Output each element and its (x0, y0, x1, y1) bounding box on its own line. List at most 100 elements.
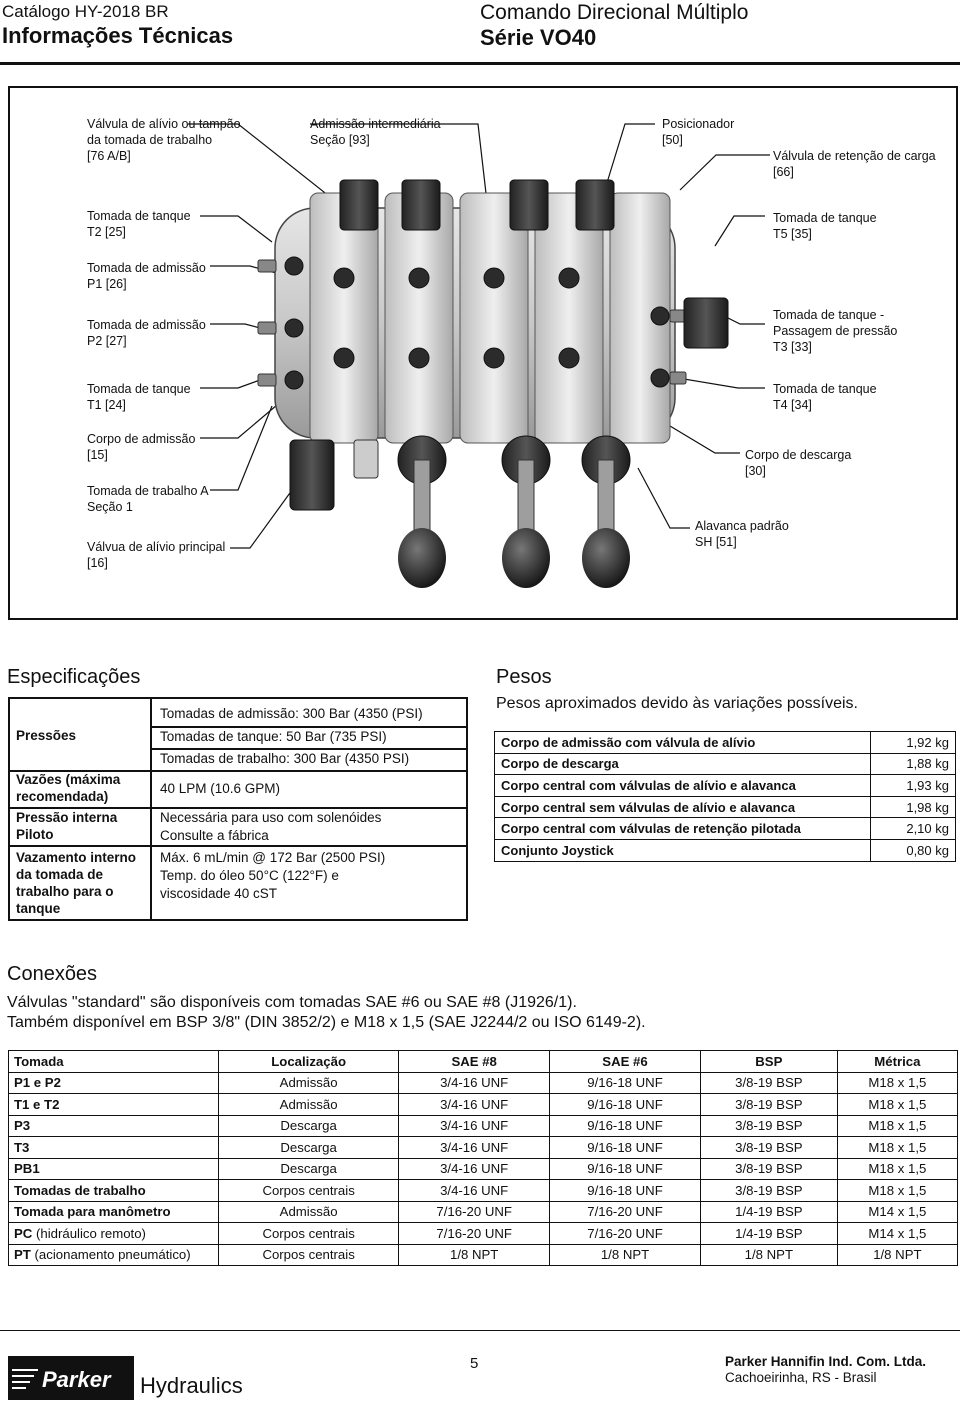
sae8-cell: 3/4-16 UNF (398, 1093, 551, 1116)
location-cell: Descarga (217, 1157, 400, 1180)
page-number: 5 (470, 1355, 479, 1372)
label-t3: Tomada de tanque - Passagem de pressão T… (773, 308, 898, 354)
table-row: Corpo central com válvulas de retenção p… (494, 817, 956, 840)
bsp-cell: 3/8-19 BSP (699, 1093, 838, 1116)
spec-label-flow: Vazões (máxima recomendada) (16, 772, 121, 804)
sae8-cell: 1/8 NPT (398, 1243, 551, 1266)
label-main-relief: Válvua de alívio principal [16] (87, 540, 226, 570)
sae6-cell: 9/16-18 UNF (549, 1179, 701, 1202)
sae8-cell: 7/16-20 UNF (398, 1200, 551, 1223)
table-header-row: Tomada Localização SAE #8 SAE #6 BSP Mét… (8, 1050, 959, 1073)
location-cell: Corpos centrais (217, 1222, 400, 1245)
spec-value-tank-pressure: Tomadas de tanque: 50 Bar (735 PSI) (160, 729, 387, 744)
metric-cell: M14 x 1,5 (836, 1200, 959, 1223)
metric-cell: M18 x 1,5 (836, 1071, 959, 1094)
header-left: Catálogo HY-2018 BR Informações Técnicas (2, 2, 233, 50)
spec-value-inlet-pressure: Tomadas de admissão: 300 Bar (4350 (PSI) (160, 706, 423, 721)
header-right: Comando Direcional Múltiplo Série VO40 (480, 2, 748, 52)
header-rule (0, 62, 960, 65)
metric-cell: 1/8 NPT (836, 1243, 959, 1266)
company-city: Cachoeirinha, RS - Brasil (725, 1370, 877, 1385)
valve-illustration (188, 123, 770, 588)
table-row: Tomada para manômetro Admissão 7/16-20 U… (8, 1200, 959, 1223)
valve-diagram: Válvula de alívio ou tampão da tomada de… (8, 86, 958, 620)
parker-logo: Parker (8, 1356, 134, 1405)
weights-title: Pesos (496, 666, 552, 688)
specs-column-divider (150, 699, 152, 919)
table-row: Corpo central sem válvulas de alívio e a… (494, 795, 956, 819)
bsp-cell: 3/8-19 BSP (699, 1071, 838, 1094)
table-row: P1 e P2 Admissão 3/4-16 UNF 9/16-18 UNF … (8, 1071, 959, 1094)
bsp-cell: 3/8-19 BSP (699, 1157, 838, 1180)
table-row: Tomadas de trabalho Corpos centrais 3/4-… (8, 1179, 959, 1202)
spec-label-pilot: Pressão interna Piloto (16, 810, 118, 842)
location-cell: Descarga (217, 1114, 400, 1137)
label-outlet-body: Corpo de descarga [30] (745, 448, 852, 478)
location-cell: Admissão (217, 1071, 400, 1094)
spec-divider (152, 726, 466, 728)
sae6-cell: 9/16-18 UNF (549, 1114, 701, 1137)
weight-value: 1,93 kg (870, 774, 956, 797)
column-header-bsp: BSP (699, 1050, 838, 1073)
lever-assemblies (397, 435, 631, 588)
catalog-code: Catálogo HY-2018 BR (2, 2, 169, 21)
connections-intro: Válvulas "standard" são disponíveis com … (7, 993, 646, 1033)
sae8-cell: 3/4-16 UNF (398, 1071, 551, 1094)
bsp-cell: 3/8-19 BSP (699, 1136, 838, 1159)
sae6-cell: 7/16-20 UNF (549, 1200, 701, 1223)
label-work-port: Tomada de trabalho A Seção 1 (87, 484, 209, 514)
weight-value: 1,98 kg (870, 795, 956, 819)
label-load-check: Válvula de retenção de carga [66] (773, 149, 936, 179)
label-lever: Alavanca padrão SH [51] (695, 519, 789, 549)
weight-item: Corpo central sem válvulas de alívio e a… (494, 795, 871, 819)
column-header-location: Localização (217, 1050, 400, 1073)
weight-item: Corpo de descarga (494, 752, 871, 776)
metric-cell: M18 x 1,5 (836, 1114, 959, 1137)
column-header-port: Tomada (8, 1050, 219, 1073)
specs-table: Pressões Tomadas de admissão: 300 Bar (4… (8, 697, 468, 921)
location-cell: Descarga (217, 1136, 400, 1159)
weight-item: Corpo de admissão com válvula de alívio (494, 731, 871, 754)
spec-value-work-pressure: Tomadas de trabalho: 300 Bar (4350 PSI) (160, 751, 410, 766)
bsp-cell: 1/8 NPT (699, 1243, 838, 1266)
column-header-metric: Métrica (836, 1050, 959, 1073)
port-cell: Tomada para manômetro (8, 1200, 219, 1223)
weight-value: 2,10 kg (870, 817, 956, 840)
bsp-cell: 1/4-19 BSP (699, 1200, 838, 1223)
column-header-sae8: SAE #8 (398, 1050, 551, 1073)
table-row: PB1 Descarga 3/4-16 UNF 9/16-18 UNF 3/8-… (8, 1157, 959, 1180)
sae6-cell: 9/16-18 UNF (549, 1157, 701, 1180)
section-title: Informações Técnicas (2, 23, 234, 48)
label-intermediate: Admissão intermediária Seção [93] (310, 117, 441, 147)
division-name: Hydraulics (140, 1373, 243, 1398)
sae6-cell: 9/16-18 UNF (549, 1093, 701, 1116)
weight-value: 1,92 kg (870, 731, 956, 754)
table-row: PC (hidráulico remoto) Corpos centrais 7… (8, 1222, 959, 1245)
weight-value: 0,80 kg (870, 838, 956, 862)
spec-divider (10, 770, 466, 772)
sae8-cell: 3/4-16 UNF (398, 1157, 551, 1180)
sae8-cell: 3/4-16 UNF (398, 1114, 551, 1137)
series-title: Série VO40 (480, 25, 597, 50)
port-cell: PT (acionamento pneumático) (8, 1243, 219, 1266)
sae6-cell: 9/16-18 UNF (549, 1071, 701, 1094)
spec-value-pilot: Necessária para uso com solenóides Consu… (160, 810, 382, 843)
column-header-sae6: SAE #6 (549, 1050, 701, 1073)
port-cell: PB1 (8, 1157, 219, 1180)
svg-text:Parker: Parker (42, 1367, 112, 1392)
specs-title: Especificações (7, 666, 141, 688)
company-name: Parker Hannifin Ind. Com. Ltda. (725, 1354, 927, 1369)
location-cell: Corpos centrais (217, 1179, 400, 1202)
weight-value: 1,88 kg (870, 752, 956, 776)
spec-divider (152, 748, 466, 750)
label-t1: Tomada de tanque T1 [24] (87, 382, 191, 412)
weight-item: Corpo central com válvulas de alívio e a… (494, 774, 871, 797)
metric-cell: M14 x 1,5 (836, 1222, 959, 1245)
port-cell: P3 (8, 1114, 219, 1137)
bsp-cell: 3/8-19 BSP (699, 1114, 838, 1137)
sae6-cell: 1/8 NPT (549, 1243, 701, 1266)
